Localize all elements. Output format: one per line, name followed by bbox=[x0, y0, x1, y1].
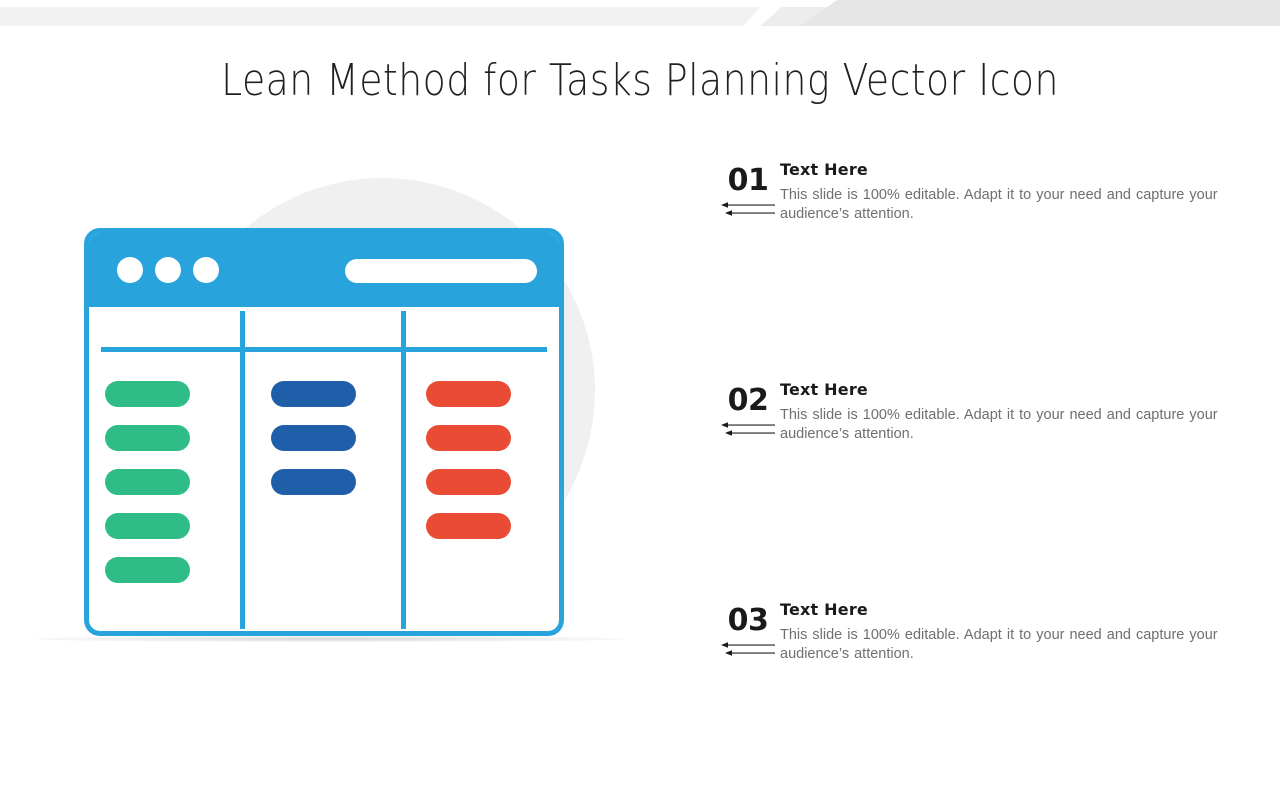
content-block-list: 01 Text Here This slide is 100% editable… bbox=[700, 150, 1240, 810]
window-dot-3-icon bbox=[193, 257, 219, 283]
column-divider-2 bbox=[401, 311, 406, 629]
task-card bbox=[105, 381, 190, 407]
column-done bbox=[426, 381, 556, 557]
step-number: 02 bbox=[727, 383, 769, 418]
double-left-arrow-icon bbox=[719, 201, 777, 219]
step-text-01: Text Here This slide is 100% editable. A… bbox=[780, 160, 1220, 224]
step-body: This slide is 100% editable. Adapt it to… bbox=[780, 627, 1218, 662]
header-band-left bbox=[0, 7, 720, 26]
step-title: Text Here bbox=[780, 380, 868, 399]
step-title: Text Here bbox=[780, 600, 868, 619]
board-header-rule bbox=[101, 347, 547, 352]
kanban-board bbox=[89, 307, 559, 631]
task-card bbox=[105, 513, 190, 539]
task-card bbox=[105, 469, 190, 495]
double-left-arrow-icon bbox=[719, 641, 777, 659]
content-block-03: 03 Text Here This slide is 100% editable… bbox=[700, 590, 1240, 810]
column-doing bbox=[271, 381, 401, 513]
step-number: 01 bbox=[727, 163, 769, 198]
task-card bbox=[271, 381, 356, 407]
window-dot-1-icon bbox=[117, 257, 143, 283]
header-band-left-slant bbox=[700, 7, 760, 26]
window-shadow bbox=[35, 636, 625, 642]
step-body: This slide is 100% editable. Adapt it to… bbox=[780, 187, 1218, 222]
task-card bbox=[426, 381, 511, 407]
step-text-03: Text Here This slide is 100% editable. A… bbox=[780, 600, 1220, 664]
task-card bbox=[271, 425, 356, 451]
task-card bbox=[426, 513, 511, 539]
column-todo bbox=[105, 381, 235, 601]
kanban-illustration bbox=[30, 150, 630, 660]
content-block-01: 01 Text Here This slide is 100% editable… bbox=[700, 150, 1240, 370]
task-card bbox=[426, 469, 511, 495]
task-card bbox=[426, 425, 511, 451]
header-decoration bbox=[0, 0, 1280, 26]
step-marker-03: 03 bbox=[718, 604, 778, 659]
step-title: Text Here bbox=[780, 160, 868, 179]
task-card bbox=[105, 557, 190, 583]
step-body: This slide is 100% editable. Adapt it to… bbox=[780, 407, 1218, 442]
task-card bbox=[271, 469, 356, 495]
task-card bbox=[105, 425, 190, 451]
browser-window bbox=[84, 228, 564, 636]
column-divider-1 bbox=[240, 311, 245, 629]
window-dot-2-icon bbox=[155, 257, 181, 283]
page-title: Lean Method for Tasks Planning Vector Ic… bbox=[221, 55, 1059, 107]
step-text-02: Text Here This slide is 100% editable. A… bbox=[780, 380, 1220, 444]
address-bar bbox=[345, 259, 537, 283]
content-block-02: 02 Text Here This slide is 100% editable… bbox=[700, 370, 1240, 590]
step-marker-01: 01 bbox=[718, 164, 778, 219]
step-marker-02: 02 bbox=[718, 384, 778, 439]
step-number: 03 bbox=[727, 603, 769, 638]
header-band-right bbox=[840, 0, 1280, 26]
double-left-arrow-icon bbox=[719, 421, 777, 439]
browser-title-bar bbox=[89, 233, 559, 307]
